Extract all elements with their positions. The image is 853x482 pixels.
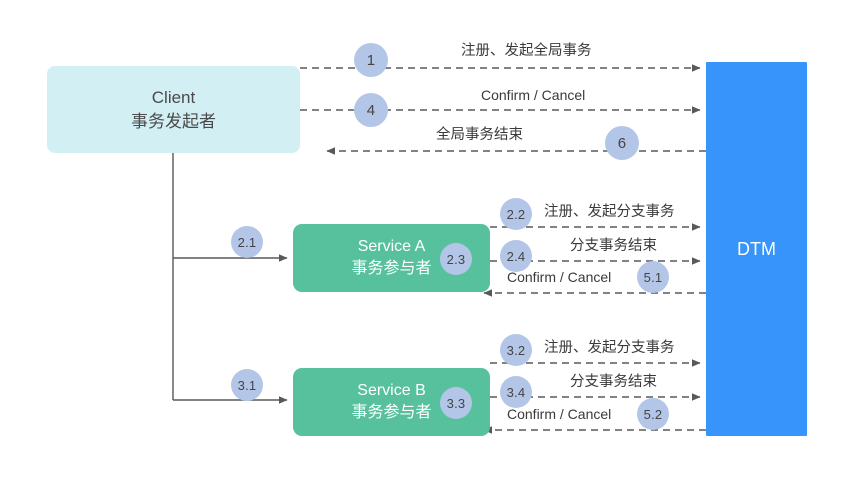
step-badge-2-4[interactable]: 2.4 <box>500 240 532 272</box>
node-service-b-subtitle: 事务参与者 <box>351 404 432 421</box>
node-dtm[interactable]: DTM <box>706 62 807 436</box>
edge-label-5-1: Confirm / Cancel <box>504 269 615 286</box>
edge-label-3-4: 分支事务结束 <box>567 374 660 391</box>
step-badge-4[interactable]: 4 <box>354 93 388 127</box>
node-dtm-title: DTM <box>737 238 776 259</box>
edge-label-1: 注册、发起全局事务 <box>458 43 595 60</box>
node-service-a-subtitle: 事务参与者 <box>351 260 432 277</box>
step-badge-5-1[interactable]: 5.1 <box>637 261 669 293</box>
step-badge-2-3[interactable]: 2.3 <box>440 243 472 275</box>
node-client-title: Client <box>151 87 196 107</box>
node-client-subtitle: 事务发起者 <box>131 112 216 131</box>
edge-label-4: Confirm / Cancel <box>478 87 589 104</box>
step-badge-6[interactable]: 6 <box>605 126 639 160</box>
step-badge-3-4[interactable]: 3.4 <box>500 376 532 408</box>
step-badge-2-1[interactable]: 2.1 <box>231 226 263 258</box>
step-badge-3-2[interactable]: 3.2 <box>500 334 532 366</box>
step-badge-1[interactable]: 1 <box>354 43 388 77</box>
step-badge-3-1[interactable]: 3.1 <box>231 369 263 401</box>
node-client[interactable]: Client 事务发起者 <box>47 66 300 153</box>
edge-label-5-2: Confirm / Cancel <box>504 406 615 423</box>
node-service-b-title: Service B <box>357 381 426 399</box>
node-service-a-title: Service A <box>357 237 426 255</box>
edge-label-3-2: 注册、发起分支事务 <box>541 340 678 357</box>
step-badge-5-2[interactable]: 5.2 <box>637 398 669 430</box>
edge-label-6: 全局事务结束 <box>433 127 526 144</box>
edge-label-2-2: 注册、发起分支事务 <box>541 204 678 221</box>
edge-label-2-4: 分支事务结束 <box>567 238 660 255</box>
step-badge-3-3[interactable]: 3.3 <box>440 387 472 419</box>
step-badge-2-2[interactable]: 2.2 <box>500 198 532 230</box>
